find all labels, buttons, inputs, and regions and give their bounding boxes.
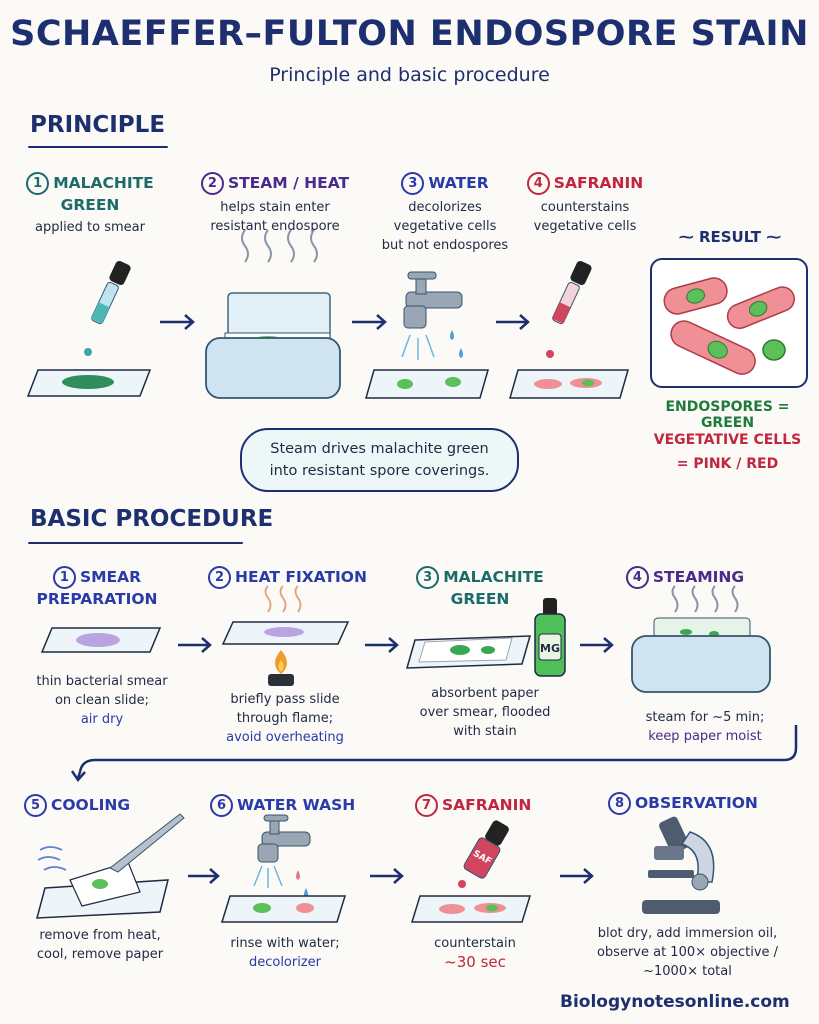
faucet-icon (365, 271, 489, 399)
dropper-icon (509, 260, 629, 399)
procedure-step-7-desc: counterstain ~30 sec (434, 936, 516, 971)
step-number-badge: 2 (200, 172, 224, 195)
step-number-badge: 1 (52, 566, 76, 589)
procedure-underline (28, 542, 243, 544)
procedure-step-5-desc: remove from heat, cool, remove paper (36, 928, 164, 962)
procedure-step-3-desc: absorbent paper over smear, flooded with… (419, 686, 551, 739)
result-label: ⁓ RESULT ⁓ (678, 228, 782, 246)
flame-icon (221, 585, 350, 686)
step-number-badge: 2 (208, 566, 232, 589)
step-number-badge: 3 (416, 566, 440, 589)
step-number-badge: 4 (526, 172, 550, 195)
steam-bath-icon (631, 585, 771, 693)
result-endospores: ENDOSPORES = GREEN (665, 399, 790, 431)
procedure-step-8-desc: blot dry, add immersion oil, observe at … (596, 926, 779, 979)
step-number-badge: 4 (625, 566, 649, 589)
step-number-badge: 1 (26, 172, 50, 195)
step-number-badge: 6 (210, 794, 233, 817)
principle-step-3-desc: decolorizes vegetative cells but not end… (381, 200, 509, 253)
principle-underline (28, 146, 168, 148)
result-vegetative: VEGETATIVE CELLS = PINK / RED (653, 432, 802, 472)
footer-credit: Biologynotesonline.com (560, 992, 790, 1012)
steam-bath-icon (205, 229, 341, 399)
faucet-icon (220, 814, 347, 923)
procedure-step-2-desc: briefly pass slide through flame; avoid … (226, 692, 344, 745)
result-box (650, 258, 808, 388)
arrow-icon (160, 314, 530, 330)
principle-note: Steam drives malachite green into resist… (240, 428, 519, 492)
result-cells-illustration (663, 277, 796, 375)
page-subtitle: Principle and basic procedure (269, 64, 550, 86)
principle-step-2-desc: helps stain enter resistant endospore (210, 200, 340, 234)
arrow-icon (70, 637, 798, 884)
slide-icon (26, 369, 152, 397)
procedure-step-4-desc: steam for ~5 min; keep paper moist (645, 710, 765, 744)
principle-illustrations (26, 229, 629, 399)
stain-bottle-icon (534, 598, 566, 677)
step-number-badge: 5 (24, 794, 47, 817)
step-number-badge: 7 (415, 794, 438, 817)
dropper-icon (84, 260, 131, 356)
principle-step-4-desc: counterstains vegetative cells (533, 200, 637, 234)
procedure-heading: BASIC PROCEDURE (30, 506, 274, 532)
mg-bottle-label: MG (540, 642, 560, 655)
step-number-badge: 3 (401, 172, 425, 195)
step-number-badge: 8 (608, 792, 631, 815)
microscope-icon (642, 816, 720, 914)
dropper-icon (410, 820, 532, 923)
principle-step-1-desc: applied to smear (34, 220, 145, 235)
procedure-step-1-desc: thin bacterial smear on clean slide; air… (36, 674, 168, 727)
principle-heading: PRINCIPLE (30, 112, 166, 138)
forceps-icon (36, 813, 185, 919)
page-title: SCHAEFFER–FULTON ENDOSPORE STAIN (10, 14, 809, 54)
procedure-step-6-desc: rinse with water; decolorizer (230, 936, 340, 970)
